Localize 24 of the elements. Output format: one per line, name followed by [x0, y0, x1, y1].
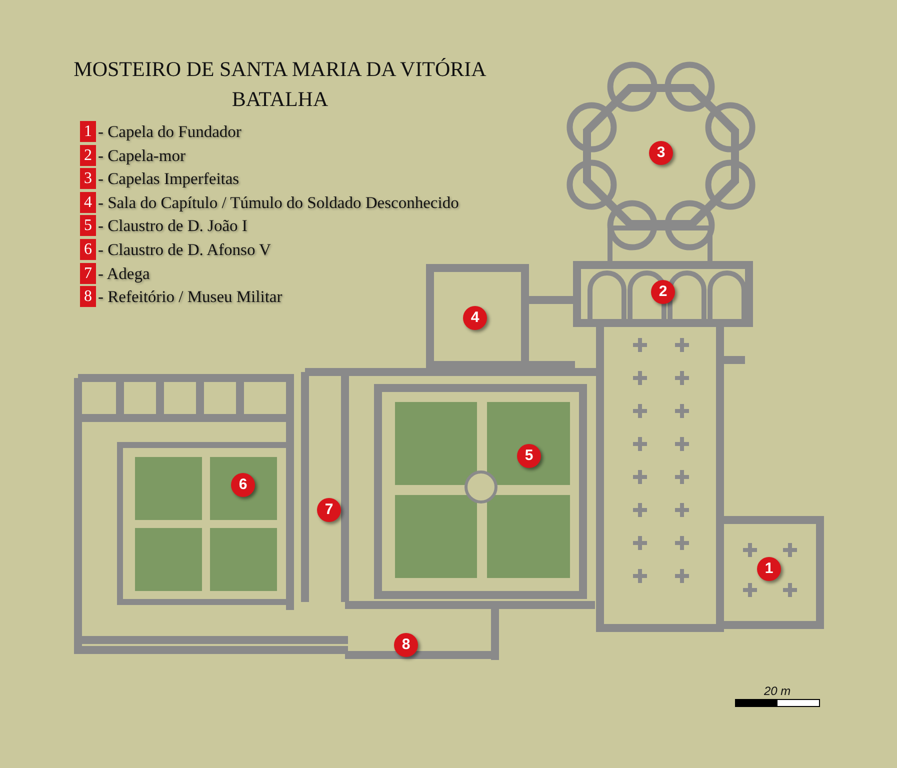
callout-number: 1	[757, 557, 781, 581]
callout-number: 4	[463, 306, 487, 330]
callout-number: 7	[317, 498, 341, 522]
callout-number: 2	[651, 280, 675, 304]
legend-key: 6	[80, 239, 96, 260]
legend-key: 7	[80, 262, 96, 284]
legend-text: - Refeitório / Museu Militar	[98, 286, 282, 308]
legend-text: - Claustro de D. Afonso V	[98, 239, 271, 260]
legend-text: - Capela do Fundador	[98, 121, 242, 142]
legend-key: 1	[80, 121, 96, 142]
legend-key: 5	[80, 215, 96, 236]
legend-key: 3	[80, 168, 96, 190]
scale-label: 20 m	[764, 684, 791, 698]
legend-text: - Adega	[98, 262, 150, 284]
callout-number: 8	[394, 633, 418, 657]
title: MOSTEIRO DE SANTA MARIA DA VITÓRIA BATALHA	[72, 56, 488, 113]
legend-text: - Capelas Imperfeitas	[98, 168, 240, 190]
legend-key: 4	[80, 192, 96, 213]
legend-key: 2	[80, 144, 96, 166]
legend-text: - Claustro de D. João I	[98, 215, 248, 236]
legend-key: 8	[80, 286, 96, 308]
legend-text: - Capela-mor	[98, 144, 186, 166]
legend-text: - Sala do Capítulo / Túmulo do Soldado Desconhecido	[98, 192, 459, 213]
callout-number: 3	[649, 141, 673, 165]
